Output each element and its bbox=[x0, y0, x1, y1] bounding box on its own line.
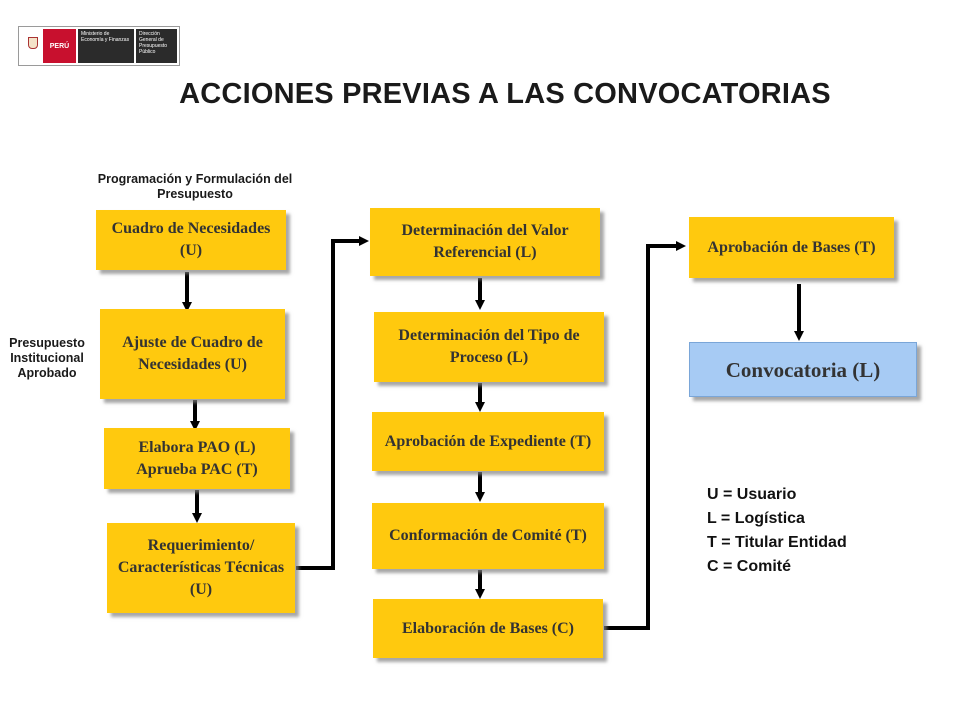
coat-of-arms-icon bbox=[21, 29, 41, 61]
arrow-requerimiento-valor bbox=[296, 236, 369, 570]
legend-item-comite: C = Comité bbox=[707, 558, 792, 575]
box-aprobacion-bases: Aprobación de Bases (T) bbox=[689, 217, 894, 278]
legend-item-titular: T = Titular Entidad bbox=[707, 534, 847, 551]
label-programacion: Programación y Formulación del Presupues… bbox=[97, 172, 293, 201]
legend-item-logistica: L = Logística bbox=[707, 510, 805, 527]
logo-country: PERÚ bbox=[43, 29, 76, 63]
label-presupuesto: Presupuesto Institucional Aprobado bbox=[9, 336, 85, 380]
legend-item-usuario: U = Usuario bbox=[707, 486, 797, 503]
arrow-bases-aprobacion bbox=[604, 241, 686, 630]
box-valor-referencial: Determinación del Valor Referencial (L) bbox=[370, 208, 600, 276]
box-elabora-pao: Elabora PAO (L) Aprueba PAC (T) bbox=[104, 428, 290, 489]
page-title: ACCIONES PREVIAS A LAS CONVOCATORIAS bbox=[179, 78, 831, 110]
box-requerimiento: Requerimiento/ Características Técnicas … bbox=[107, 523, 295, 613]
box-ajuste-cuadro: Ajuste de Cuadro de Necesidades (U) bbox=[100, 309, 285, 399]
box-convocatoria: Convocatoria (L) bbox=[689, 342, 917, 397]
government-logo: PERÚ Ministerio de Economía y Finanzas D… bbox=[18, 26, 180, 66]
box-elaboracion-bases: Elaboración de Bases (C) bbox=[373, 599, 603, 658]
box-cuadro-necesidades: Cuadro de Necesidades (U) bbox=[96, 210, 286, 270]
box-aprobacion-expediente: Aprobación de Expediente (T) bbox=[372, 412, 604, 471]
box-tipo-proceso: Determinación del Tipo de Proceso (L) bbox=[374, 312, 604, 382]
logo-ministry: Ministerio de Economía y Finanzas bbox=[78, 29, 134, 63]
box-conformacion-comite: Conformación de Comité (T) bbox=[372, 503, 604, 569]
legend: U = Usuario L = Logística T = Titular En… bbox=[707, 483, 847, 579]
logo-direction: Dirección General de Presupuesto Público bbox=[136, 29, 177, 63]
